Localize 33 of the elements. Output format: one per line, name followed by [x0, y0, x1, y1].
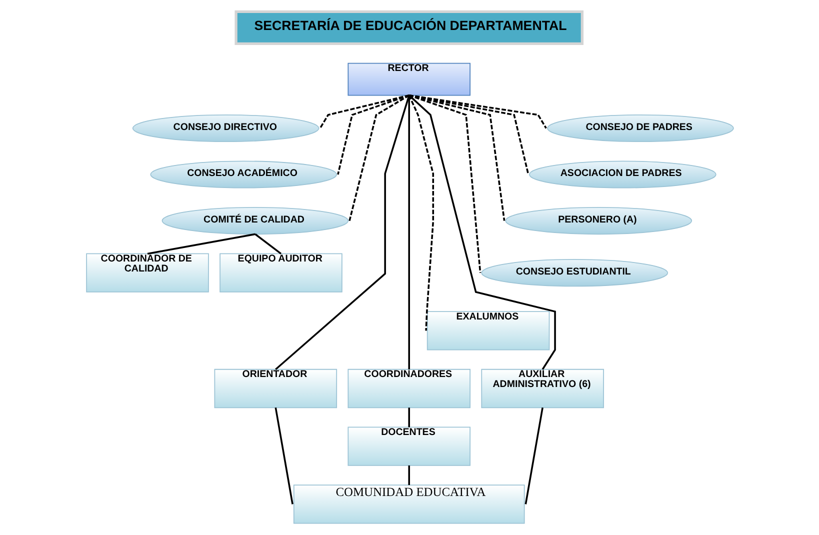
- node-ellipse: PERSONERO (A): [504, 207, 692, 235]
- connector: [408, 408, 410, 428]
- connector: [408, 465, 410, 486]
- node-box: AUXILIAR ADMINISTRATIVO (6): [480, 368, 604, 408]
- connector: [408, 94, 546, 129]
- connector: [318, 94, 409, 129]
- node-box: COORDINADORES: [347, 368, 470, 408]
- node-box: RECTOR: [347, 62, 470, 96]
- node-ellipse: CONSEJO ESTUDIANTIL: [480, 259, 668, 287]
- node-box: COMUNIDAD EDUCATIVA: [292, 484, 524, 524]
- connector: [408, 94, 505, 221]
- connector: [274, 95, 410, 370]
- node-box: EQUIPO AUDITOR: [219, 253, 342, 292]
- node-ellipse: COMITÉ DE CALIDAD: [161, 207, 348, 235]
- connector: [408, 95, 410, 370]
- node-ellipse: ASOCIACION DE PADRES: [528, 160, 716, 188]
- connector: [146, 233, 255, 255]
- connector: [348, 94, 410, 221]
- connector: [274, 408, 293, 504]
- connector: [336, 94, 409, 175]
- connector: [408, 94, 556, 370]
- node-box: SECRETARÍA DE EDUCACIÓN DEPARTAMENTAL: [234, 10, 583, 46]
- node-box: COORDINADOR DE CALIDAD: [86, 253, 208, 292]
- node-ellipse: CONSEJO DIRECTIVO: [132, 114, 319, 142]
- node-ellipse: CONSEJO DE PADRES: [546, 114, 734, 142]
- node-box: ORIENTADOR: [214, 368, 337, 408]
- connector: [408, 94, 481, 273]
- connector: [524, 408, 543, 504]
- connector: [408, 94, 434, 331]
- node-box: EXALUMNOS: [426, 311, 550, 350]
- node-box: DOCENTES: [347, 426, 470, 466]
- node-ellipse: CONSEJO ACADÉMICO: [150, 160, 337, 188]
- connector: [408, 94, 529, 175]
